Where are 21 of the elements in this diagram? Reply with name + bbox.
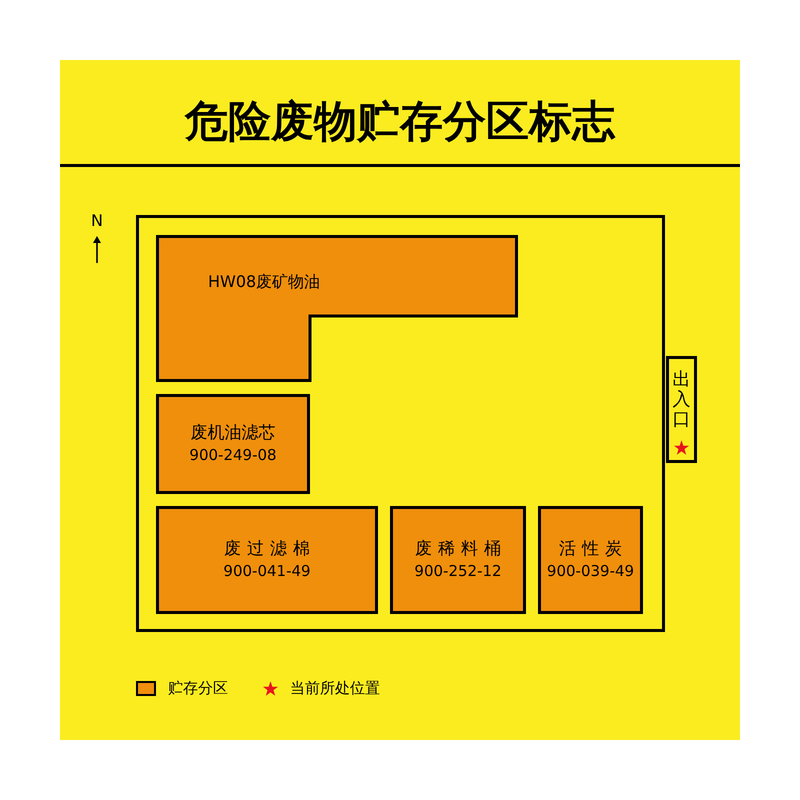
waste-code: 900-249-08 [189,445,277,466]
north-label: N [91,211,103,231]
storage-zone [538,506,643,614]
waste-code: 900-041-49 [223,561,311,582]
l-shaped-storage-zone [156,235,518,382]
zone-name: 废过滤棉 [223,538,316,560]
title: 危险废物贮存分区标志 [185,96,615,149]
zone-name: HW08废矿物油 [208,271,320,293]
entrance-box [666,356,697,463]
waste-code: 900-252-12 [414,561,502,582]
entrance-label: 出入口 [672,370,690,430]
zone-name: 废机油滤芯 [190,422,276,444]
storage-zone [156,394,310,494]
storage-zone [156,506,378,614]
waste-code: 900-039-49 [546,561,634,582]
zone-name: 活性炭 [558,538,628,560]
storage-zone [390,506,526,614]
legend-label: 当前所处位置 [290,678,380,699]
legend-label: 贮存分区 [168,678,228,699]
zone-name: 废稀料桶 [414,538,507,560]
site-boundary [136,215,665,632]
